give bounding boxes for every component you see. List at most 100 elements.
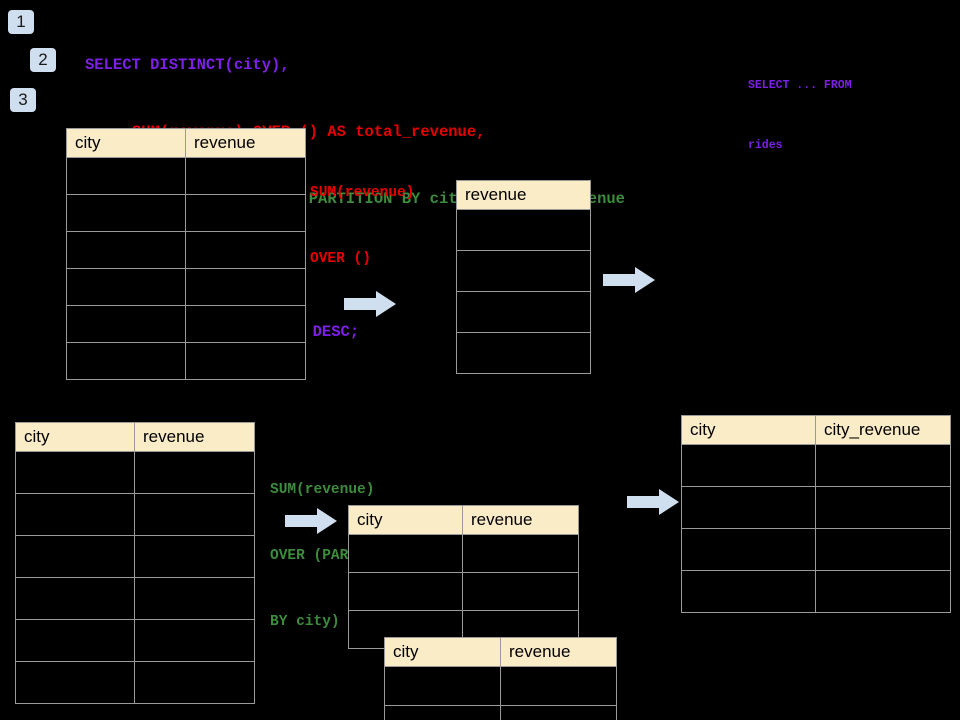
table-row [66, 157, 306, 195]
right-arrow-icon [285, 508, 337, 534]
cell-city [681, 528, 816, 571]
column-header-city: city [681, 415, 816, 445]
table-row [348, 572, 579, 611]
table-row [15, 535, 255, 578]
cell-city [66, 268, 186, 306]
table-row [384, 705, 617, 720]
table-row [384, 666, 617, 706]
cell-revenue [134, 661, 255, 704]
table-row [66, 342, 306, 380]
cell-revenue [500, 666, 617, 706]
table-header-row: city revenue [66, 128, 306, 158]
arrow-source-to-partition [285, 508, 337, 534]
cell-city [15, 535, 135, 578]
cell-city [66, 342, 186, 380]
table-row [681, 444, 951, 487]
table-row [15, 661, 255, 704]
table-header-row: revenue [456, 180, 591, 210]
cell-revenue [134, 577, 255, 620]
cell-revenue [185, 194, 306, 232]
cell-revenue [185, 268, 306, 306]
right-arrow-icon [603, 267, 655, 293]
column-header-city: city [66, 128, 186, 158]
table-header-row: city revenue [384, 637, 617, 667]
cell-city [66, 305, 186, 343]
right-arrow-icon [627, 489, 679, 515]
table-row [66, 305, 306, 343]
cell-revenue [462, 572, 579, 611]
annotation-line-3: BY city) [270, 614, 340, 630]
right-arrow-icon [344, 291, 396, 317]
table-row [681, 528, 951, 571]
cell-revenue [185, 157, 306, 195]
annotation-line-1: SUM(revenue) [270, 482, 375, 498]
column-header-city-revenue: city_revenue [815, 415, 951, 445]
arrow-total-to-result [603, 267, 655, 293]
column-header-revenue: revenue [500, 637, 617, 667]
cell-city-revenue [815, 444, 951, 487]
column-header-city: city [15, 422, 135, 452]
cell-city [15, 619, 135, 662]
column-header-revenue: revenue [456, 180, 591, 210]
cell-city [15, 661, 135, 704]
table-row [348, 534, 579, 573]
cell-revenue [185, 231, 306, 269]
partition-group-table-front: city revenue [384, 637, 617, 720]
table-row [66, 268, 306, 306]
arrow-source-to-total [344, 291, 396, 317]
column-header-revenue: revenue [185, 128, 306, 158]
annotation-line-2: OVER () [310, 251, 371, 267]
step-badge-1: 1 [8, 10, 34, 34]
column-header-revenue: revenue [462, 505, 579, 535]
column-header-revenue: revenue [134, 422, 255, 452]
cell-city [348, 572, 463, 611]
table-row [15, 451, 255, 494]
cell-city [681, 486, 816, 529]
rides-source-table-top: city revenue [66, 128, 306, 380]
cell-revenue [134, 493, 255, 536]
column-header-city: city [348, 505, 463, 535]
cell-city [681, 570, 816, 613]
cell-city [66, 231, 186, 269]
cell-revenue [134, 451, 255, 494]
side-note-select-from-rides: SELECT ... FROM rides [748, 36, 852, 196]
table-row [66, 231, 306, 269]
sql-line-select: SELECT DISTINCT(city), [85, 56, 290, 75]
cell-city [15, 577, 135, 620]
cell-revenue [500, 705, 617, 720]
cell-revenue [462, 534, 579, 573]
table-header-row: city city_revenue [681, 415, 951, 445]
cell-revenue [134, 535, 255, 578]
cell-revenue [456, 291, 591, 333]
cell-city [15, 493, 135, 536]
table-header-row: city revenue [348, 505, 579, 535]
cell-city [348, 534, 463, 573]
cell-city-revenue [815, 486, 951, 529]
side-note-line-2: rides [748, 139, 783, 152]
table-row [681, 570, 951, 613]
table-row [15, 619, 255, 662]
cell-revenue [185, 305, 306, 343]
cell-city [15, 451, 135, 494]
cell-city-revenue [815, 528, 951, 571]
table-row [66, 194, 306, 232]
arrow-partition-to-result [627, 489, 679, 515]
total-revenue-table: revenue [456, 180, 591, 374]
cell-city-revenue [815, 570, 951, 613]
table-row [15, 493, 255, 536]
side-note-line-1: SELECT ... FROM [748, 79, 852, 92]
rides-source-table-bottom: city revenue [15, 422, 255, 704]
cell-revenue [185, 342, 306, 380]
table-row [456, 291, 591, 333]
table-row [15, 577, 255, 620]
cell-city [384, 705, 501, 720]
column-header-city: city [384, 637, 501, 667]
cell-city [66, 194, 186, 232]
cell-revenue [456, 250, 591, 292]
table-row [456, 209, 591, 251]
cell-city [681, 444, 816, 487]
table-row [456, 332, 591, 374]
table-row [456, 250, 591, 292]
cell-revenue [134, 619, 255, 662]
